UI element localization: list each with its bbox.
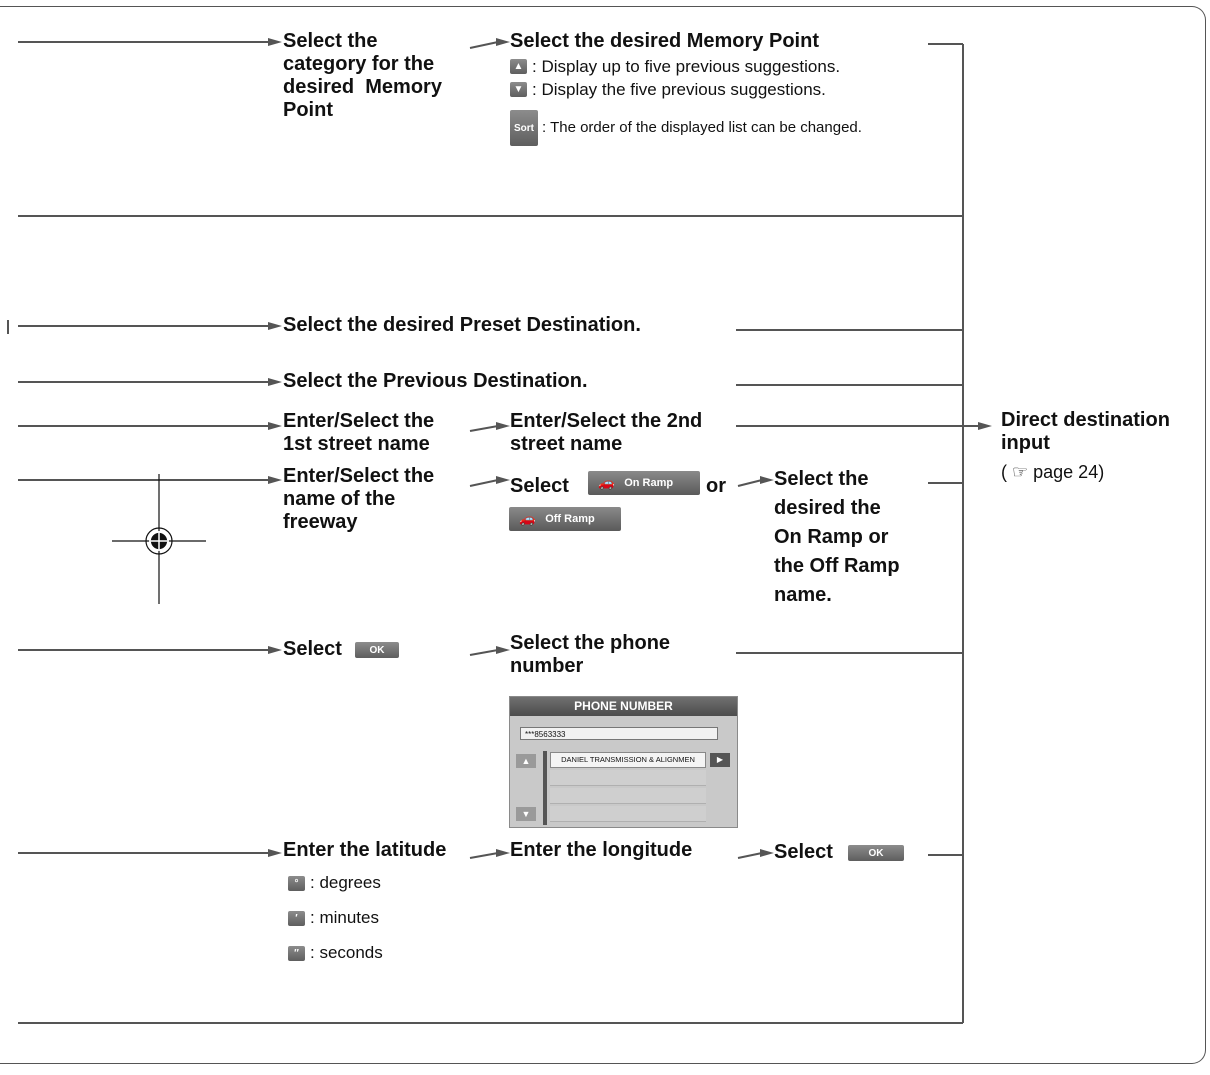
phone-input: ***8563333 [520, 727, 718, 740]
or-text: or [706, 475, 726, 497]
down-description: : Display the five previous suggestions. [532, 80, 826, 99]
second-street-text: Enter/Select the 2nd street name [510, 410, 703, 455]
registration-mark [112, 474, 206, 604]
on-ramp-button: 🚗 On Ramp [588, 471, 700, 495]
on-ramp-icon: 🚗 [598, 475, 615, 490]
off-ramp-icon: 🚗 [519, 511, 536, 526]
minutes-icon: ′ [288, 911, 305, 926]
play-icon: ▶ [710, 753, 730, 767]
coordinate-ok-button: OK [848, 845, 904, 861]
list-item-empty [550, 788, 706, 804]
off-ramp-button: 🚗 Off Ramp [509, 507, 621, 531]
list-item: DANIEL TRANSMISSION & ALIGNMEN [550, 752, 706, 768]
page-reference: ( ☞ page 24) [1001, 462, 1105, 482]
memory-category-text: Select the category for the desired Memo… [283, 30, 442, 121]
phone-ok-button: OK [355, 642, 399, 658]
page-frame [0, 6, 1206, 1064]
latitude-text: Enter the latitude [283, 839, 447, 861]
minutes-text: : minutes [310, 908, 379, 927]
list-up-icon: ▲ [516, 754, 536, 768]
list-down-icon: ▼ [516, 807, 536, 821]
first-street-text: Enter/Select the 1st street name [283, 410, 435, 455]
seconds-icon: ″ [288, 946, 305, 961]
direct-destination-text: Direct destination input [1001, 409, 1170, 454]
degrees-text: : degrees [310, 873, 381, 892]
scroll-up-icon: ▲ [510, 59, 527, 74]
phone-select-text: Select [283, 638, 342, 660]
previous-destination-text: Select the Previous Destination. [283, 370, 588, 392]
scroll-down-icon: ▼ [510, 82, 527, 97]
list-item-empty [550, 770, 706, 786]
phone-number-screen: PHONE NUMBER ***8563333 ▲ ▼ DANIEL TRANS… [509, 696, 738, 828]
off-ramp-label: Off Ramp [545, 513, 595, 525]
phone-number-text: Select the phone number [510, 632, 671, 677]
sort-description: : The order of the displayed list can be… [542, 119, 862, 136]
preset-destination-text: Select the desired Preset Destination. [283, 314, 641, 336]
up-description: : Display up to five previous suggestion… [532, 57, 841, 76]
degrees-icon: ° [288, 876, 305, 891]
on-ramp-label: On Ramp [624, 477, 674, 489]
memory-title: Select the desired Memory Point [510, 30, 819, 52]
longitude-text: Enter the longitude [510, 839, 693, 861]
sort-button: Sort [510, 110, 538, 146]
ramp-result-text: Select the desired the On Ramp or the Of… [774, 468, 900, 606]
phone-screen-title: PHONE NUMBER [510, 697, 737, 716]
seconds-text: : seconds [310, 943, 383, 962]
list-scrollbar [543, 751, 547, 825]
list-item-empty [550, 806, 706, 822]
freeway-name-text: Enter/Select the name of the freeway [283, 465, 435, 533]
freeway-select-text: Select [510, 475, 569, 497]
coordinate-select-text: Select [774, 841, 833, 863]
